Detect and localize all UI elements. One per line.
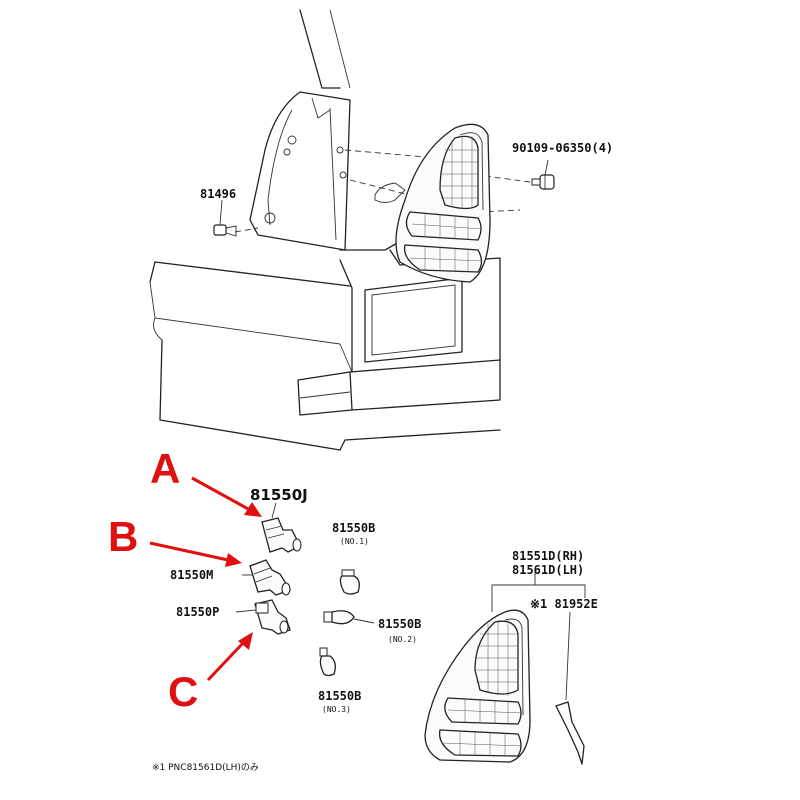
callout-c: C	[168, 668, 198, 715]
part-label-81551D: 81551D(RH)	[512, 549, 584, 563]
part-note-no1: (NO.1)	[340, 537, 369, 546]
footnote: ※1 PNC81561D(LH)のみ	[152, 762, 259, 773]
part-label-81550B-no1: 81550B	[332, 521, 375, 535]
socket-81550P-icon	[254, 599, 291, 635]
part-label-81550P: 81550P	[176, 605, 219, 619]
callout-b-arrow	[149, 541, 242, 567]
part-label-81561D: 81561D(LH)	[512, 563, 584, 577]
socket-81550J-icon	[261, 517, 302, 553]
bulb-no2-icon	[323, 610, 355, 625]
bolt-icon	[531, 174, 555, 190]
part-label-81496: 81496	[200, 187, 236, 201]
tail-lamp-installed	[395, 123, 491, 283]
socket-81550M-icon	[249, 559, 291, 596]
bulb-no1-icon	[339, 569, 360, 595]
part-note-no2: (NO.2)	[388, 635, 417, 644]
callout-b: B	[108, 513, 138, 560]
bulb-no3-icon	[319, 647, 336, 677]
part-note-no3: (NO.3)	[322, 705, 351, 714]
part-label-81550M: 81550M	[170, 568, 213, 582]
part-label-81550J: 81550J	[250, 486, 308, 504]
part-label-90109: 90109-06350(4)	[512, 141, 613, 155]
gasket-icon	[555, 701, 585, 765]
callout-c-arrow	[206, 632, 253, 682]
part-label-81550B-no3: 81550B	[318, 689, 361, 703]
callout-a: A	[150, 445, 180, 492]
clip-icon	[213, 224, 237, 237]
tail-lamp-assembly	[424, 609, 531, 763]
callout-a-arrow	[191, 476, 262, 517]
part-label-81550B-no2: 81550B	[378, 617, 421, 631]
part-label-81952E: ※1 81952E	[530, 597, 598, 611]
